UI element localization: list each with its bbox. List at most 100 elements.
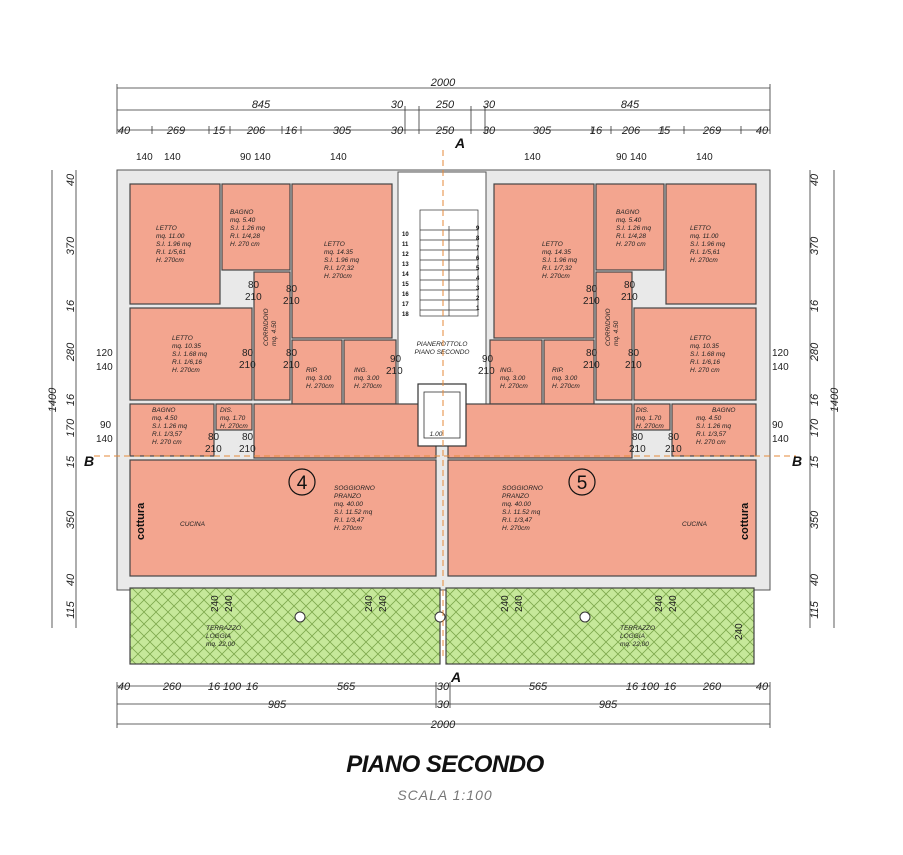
dim-label: 115 [809, 600, 821, 618]
room-info: mq. 3.00 [354, 375, 380, 382]
room-info: S.I. 1.96 mq [156, 241, 191, 248]
room-dis [215, 403, 253, 431]
room-letto-3 [633, 307, 757, 401]
room-info: H. 270cm [552, 383, 580, 390]
room-info: H. 270cm [502, 525, 530, 532]
door-width: 80 [668, 432, 680, 443]
side-dim-labels: 1400 40 370 16 280 16 170 15 350 40 115 … [47, 173, 841, 619]
room-info: mq. 5.40 [616, 217, 642, 224]
room-ingresso-zone [447, 403, 633, 459]
dim-label: 206 [621, 125, 641, 137]
unit-4-marker [288, 468, 316, 496]
dim-label: 40 [809, 573, 821, 586]
dim-label: 845 [621, 99, 640, 111]
window-width: 240 [364, 595, 375, 612]
window-width: 90 [772, 420, 784, 431]
dim-label: 16 [809, 299, 821, 312]
window-width: 140 [96, 434, 113, 445]
room-info: H. 270 cm [616, 241, 646, 248]
step-number: 12 [402, 252, 409, 258]
dim-label: 2000 [430, 77, 456, 89]
room-info: mq. 1.70 [636, 415, 662, 422]
room-info: mq. 3.00 [306, 375, 332, 382]
window-dims: 140 140 90 140 140 140 90 140 140 120 14… [96, 152, 789, 640]
room-name: CUCINA [180, 521, 205, 528]
room-name: BAGNO [712, 407, 735, 414]
door-height: 210 [283, 360, 300, 371]
room-letto-3 [129, 307, 253, 401]
room-name: LETTO [690, 225, 711, 232]
room-info: mq. 4.50 [152, 415, 178, 422]
room-letto-1 [493, 183, 595, 339]
dim-label: 1400 [829, 387, 841, 412]
drawing-scale: SCALA 1:100 [397, 787, 492, 803]
stairs [419, 209, 479, 317]
room-info: R.I. 1/6,16 [172, 359, 202, 366]
room-info: R.I. 1/3,57 [152, 431, 182, 438]
dim-label: 565 [337, 681, 356, 693]
room-info: R.I. 1/3,57 [696, 431, 726, 438]
room-letto-2 [665, 183, 757, 305]
room-soggiorno [129, 459, 437, 577]
room-info: mq. 10.35 [690, 343, 719, 350]
dim-label: 30 [437, 699, 450, 711]
room-corridoio [253, 271, 291, 401]
dim-label: 15 [213, 125, 226, 137]
room-bagno-1 [221, 183, 291, 271]
bottom-dimensions [116, 682, 771, 728]
door-height: 210 [621, 292, 638, 303]
step-number: 16 [402, 292, 409, 298]
section-lines [94, 150, 796, 660]
window-width: 140 [136, 152, 153, 163]
drawing-title: PIANO SECONDO [346, 751, 544, 778]
dim-label: 100 [223, 681, 242, 693]
dim-label: 40 [118, 681, 131, 693]
room-info: R.I. 1/7,32 [324, 265, 354, 272]
room-info: H. 270cm [690, 257, 718, 264]
room-soggiorno [447, 459, 757, 577]
room-info: H. 270 cm [690, 367, 720, 374]
room-info: R.I. 1/6,16 [690, 359, 720, 366]
step-number: 5 [476, 266, 480, 272]
dim-label: 269 [166, 125, 185, 137]
window-width: 240 [500, 595, 511, 612]
room-info: mq. 22,00 [206, 641, 235, 648]
dim-label: 260 [702, 681, 722, 693]
room-info: H. 270cm [542, 273, 570, 280]
dim-label: 40 [809, 173, 821, 186]
room-letto-2 [291, 183, 393, 339]
room-name: RIP. [552, 367, 564, 374]
section-mark-a-top: A [454, 135, 465, 151]
door-height: 210 [283, 296, 300, 307]
door-width: 80 [586, 284, 598, 295]
room-corridoio [595, 271, 633, 401]
door-width: 80 [286, 284, 298, 295]
room-info: R.I. 1/4,28 [616, 233, 646, 240]
door-height: 210 [665, 444, 682, 455]
unit-4 [129, 183, 437, 577]
unit-4-labels: LETTO mq. 11.00 S.I. 1.96 mq R.I. 1/5,61… [152, 209, 382, 648]
lift [417, 383, 467, 447]
unit-5-marker [568, 468, 596, 496]
unit-5-labels: LETTO mq. 14.35 S.I. 1.96 mq R.I. 1/7,32… [500, 209, 735, 648]
room-info: H. 270 cm [152, 439, 182, 446]
room-info: mq. 11.00 [690, 233, 719, 240]
dim-label: 2000 [430, 719, 456, 731]
door-width: 80 [242, 432, 254, 443]
section-mark-b-left: B [84, 453, 94, 469]
step-number: 9 [476, 226, 480, 232]
room-name: TERRAZZO [206, 625, 241, 632]
door-height: 210 [478, 366, 495, 377]
dim-label: 40 [65, 173, 77, 186]
dim-label: 845 [252, 99, 271, 111]
lift-label: 1.00 [430, 431, 443, 438]
room-name: SOGGIORNO [502, 485, 543, 492]
door-width: 80 [242, 348, 254, 359]
unit-5-number: 5 [577, 473, 588, 494]
room-info: mq. 22,00 [620, 641, 649, 648]
room-name: LETTO [542, 241, 563, 248]
door-height: 210 [239, 360, 256, 371]
window-width: 240 [514, 595, 525, 612]
dim-label: 16 [285, 125, 298, 137]
room-info: H. 270 cm [696, 439, 726, 446]
